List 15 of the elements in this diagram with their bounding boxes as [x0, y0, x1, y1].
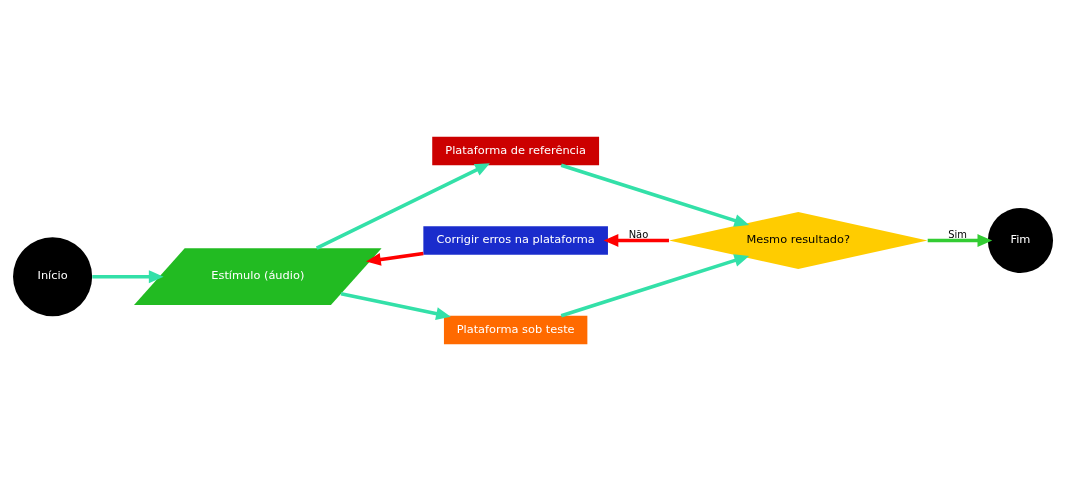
node-box: Plataforma sob teste — [443, 315, 588, 345]
arrow — [340, 292, 451, 320]
node-box: Plataforma de referência — [432, 136, 600, 166]
arrow — [560, 254, 750, 318]
arrow — [603, 234, 669, 247]
arrow — [92, 270, 164, 284]
arrow — [366, 251, 424, 266]
edge-label: Sim — [948, 228, 967, 240]
arrow — [560, 163, 750, 227]
node-circle: Fim — [987, 207, 1054, 274]
node-circle: Início — [13, 237, 93, 317]
edge-label: Não — [628, 228, 649, 240]
arrow — [927, 234, 993, 247]
arrow — [315, 163, 490, 250]
node-box: Corrigir erros na plataforma — [423, 226, 608, 255]
